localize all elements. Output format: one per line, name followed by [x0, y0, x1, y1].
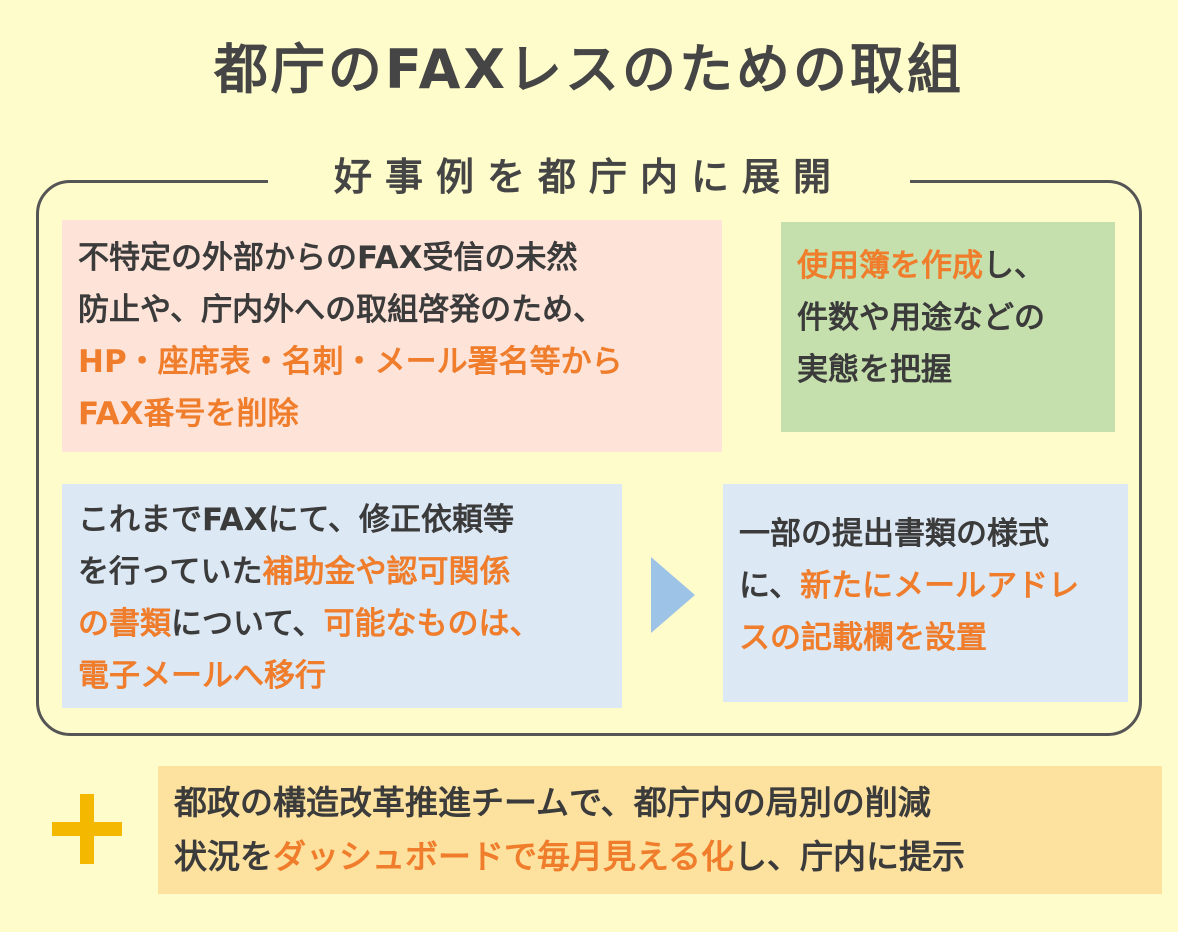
highlight-text: 使用簿を作成 — [797, 248, 983, 284]
plus-icon — [52, 794, 122, 864]
box-text-line: 一部の提出書類の様式 — [739, 516, 1049, 552]
highlight-text: 可能なものは、 — [323, 606, 541, 642]
box-text-line-highlight: HP・座席表・名刺・メール署名等から — [78, 344, 623, 380]
box-text-line: これまでFAXにて、修正依頼等 — [78, 502, 514, 538]
box-text-line: 都政の構造改革推進チームで、都庁内の局別の削減 — [174, 783, 931, 822]
box-text-line: 使用簿を作成し、 — [797, 240, 1099, 292]
box-email-field: 一部の提出書類の様式 に、新たにメールアドレ スの記載欄を設置 — [723, 484, 1128, 702]
section-subtitle: 好事例を都庁内に展開 — [268, 148, 910, 206]
box-usage-log: 使用簿を作成し、 件数や用途などの 実態を把握 — [781, 222, 1115, 432]
box-text-line: 不特定の外部からのFAX受信の未然 — [78, 240, 578, 276]
plain-text: を行っていた — [78, 554, 263, 590]
plain-text: について、 — [171, 606, 324, 642]
box-email-migration: これまでFAXにて、修正依頼等 を行っていた補助金や認可関係 の書類について、可… — [62, 484, 622, 708]
highlight-text: の書類 — [78, 606, 171, 642]
plain-text: し、庁内に提示 — [734, 837, 966, 876]
box-text-line: の書類について、可能なものは、 — [78, 598, 606, 650]
box-text-line: 件数や用途などの — [797, 300, 1045, 336]
box-text-line: 実態を把握 — [797, 352, 952, 388]
plain-text: し、 — [983, 248, 1045, 284]
plain-text: 状況を — [174, 837, 273, 876]
box-text-line: を行っていた補助金や認可関係 — [78, 546, 606, 598]
box-text-line-highlight: スの記載欄を設置 — [739, 620, 987, 656]
box-text-line: に、新たにメールアドレ — [739, 560, 1112, 612]
highlight-text: 新たにメールアドレ — [800, 568, 1080, 604]
plain-text: に、 — [739, 568, 801, 604]
box-remove-fax-numbers: 不特定の外部からのFAX受信の未然 防止や、庁内外への取組啓発のため、 HP・座… — [62, 220, 722, 452]
highlight-text: 補助金や認可関係 — [262, 554, 511, 590]
highlight-text: ダッシュボードで毎月見える化 — [273, 837, 735, 876]
right-triangle-icon — [651, 557, 695, 633]
box-text-line: 防止や、庁内外への取組啓発のため、 — [78, 292, 605, 328]
box-text-line: 状況をダッシュボードで毎月見える化し、庁内に提示 — [174, 830, 1146, 884]
box-dashboard: 都政の構造改革推進チームで、都庁内の局別の削減 状況をダッシュボードで毎月見える… — [158, 766, 1162, 894]
box-text-line-highlight: FAX番号を削除 — [78, 396, 299, 432]
page-title: 都庁のFAXレスのための取組 — [213, 38, 965, 101]
box-text-line-highlight: 電子メールへ移行 — [78, 658, 326, 694]
